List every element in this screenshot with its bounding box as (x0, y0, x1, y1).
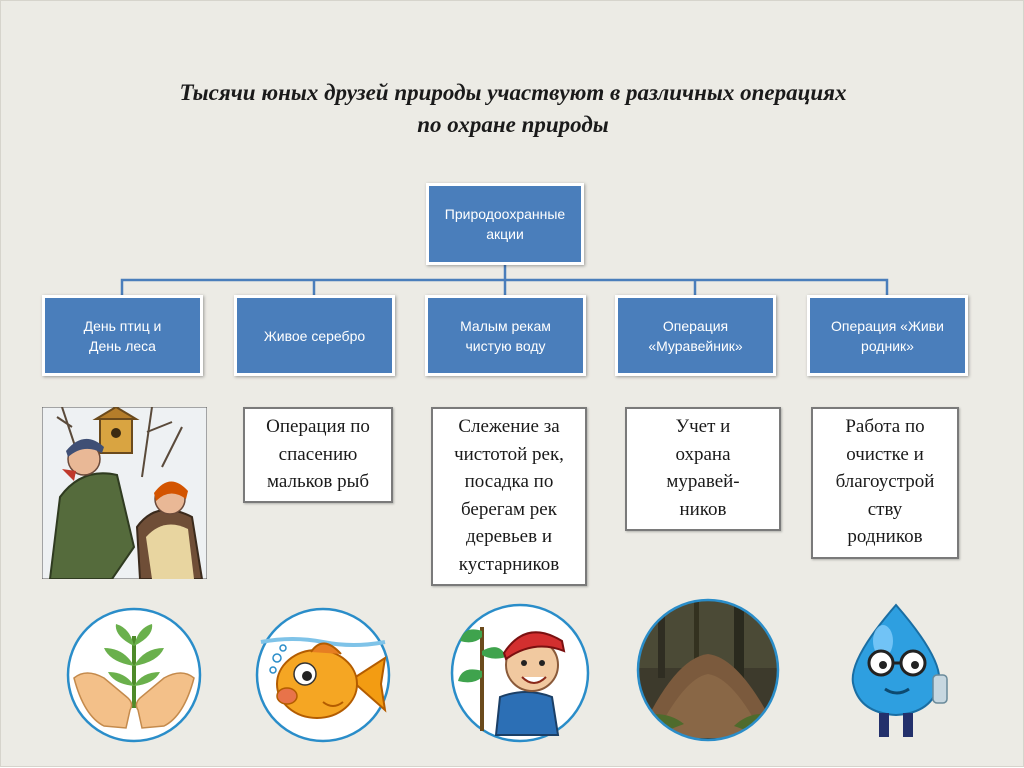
action-label-line-1: Малым рекам (460, 316, 551, 336)
description-box-spring: Работа по очистке и благоустрой ству род… (811, 407, 959, 559)
action-label-line-2: чистую воду (460, 336, 551, 356)
action-box-spring: Операция «Живи родник» (807, 295, 968, 376)
action-label-line-1: Операция «Живи (831, 316, 944, 336)
description-line: Работа по (819, 413, 951, 441)
description-line: берегам рек (439, 496, 579, 524)
description-box-rivers: Слежение за чистотой рек, посадка по бер… (431, 407, 587, 586)
action-label-line-1: Живое серебро (264, 326, 365, 346)
action-box-anthill: Операция «Муравейник» (615, 295, 776, 376)
action-label-line-1: День птиц и (84, 316, 162, 336)
action-label-line-2: «Муравейник» (648, 336, 742, 356)
description-line: ников (633, 496, 773, 524)
description-line: деревьев и (439, 523, 579, 551)
root-line-2: акции (445, 224, 565, 244)
description-line: муравей- (633, 468, 773, 496)
description-line: охрана (633, 441, 773, 469)
description-box-anthill: Учет и охрана муравей- ников (625, 407, 781, 531)
hands-sprout-icon (64, 606, 204, 744)
action-label-line-2: День леса (84, 336, 162, 356)
children-birdhouse-illustration (42, 407, 207, 579)
action-box-small-rivers: Малым рекам чистую воду (425, 295, 586, 376)
description-line: Слежение за (439, 413, 579, 441)
description-line: мальков рыб (251, 468, 385, 496)
cartoon-fish-icon (253, 606, 393, 744)
action-label-line-2: родник» (831, 336, 944, 356)
action-label-line-1: Операция (648, 316, 742, 336)
description-box-fish: Операция по спасению мальков рыб (243, 407, 393, 503)
description-line: ству (819, 496, 951, 524)
root-box: Природоохранные акции (426, 183, 584, 265)
action-box-living-silver: Живое серебро (234, 295, 395, 376)
description-line: Операция по (251, 413, 385, 441)
description-line: родников (819, 523, 951, 551)
cartoon-gardener-boy-icon (446, 601, 594, 743)
anthill-photo (634, 598, 782, 743)
description-line: очистке и (819, 441, 951, 469)
description-line: Учет и (633, 413, 773, 441)
description-line: чистотой рек, (439, 441, 579, 469)
description-line: кустарников (439, 551, 579, 579)
description-line: спасению (251, 441, 385, 469)
water-drop-character-icon (839, 601, 953, 741)
description-line: посадка по (439, 468, 579, 496)
description-line: благоустрой (819, 468, 951, 496)
action-box-birds-forest: День птиц и День леса (42, 295, 203, 376)
root-line-1: Природоохранные (445, 204, 565, 224)
